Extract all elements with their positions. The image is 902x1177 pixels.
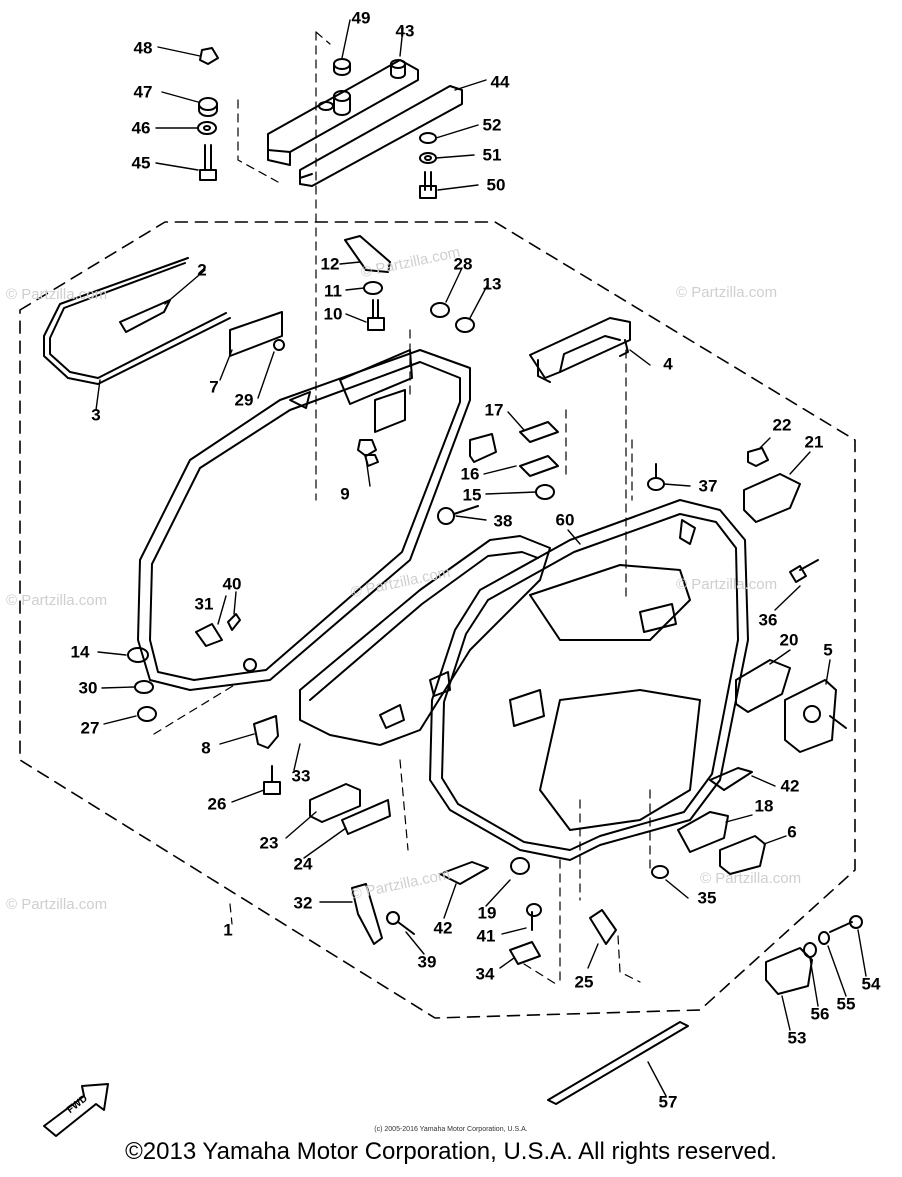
part-label-44[interactable]: 44 bbox=[490, 72, 510, 92]
part-label-35[interactable]: 35 bbox=[697, 888, 717, 908]
part-label-12[interactable]: 12 bbox=[320, 254, 340, 274]
part-label-39[interactable]: 39 bbox=[417, 952, 437, 972]
part-label-37[interactable]: 37 bbox=[698, 476, 718, 496]
part-label-38[interactable]: 38 bbox=[493, 511, 513, 531]
part-label-23[interactable]: 23 bbox=[259, 833, 279, 853]
part-label-5[interactable]: 5 bbox=[823, 640, 833, 660]
part-label-14[interactable]: 14 bbox=[70, 642, 90, 662]
part-label-2[interactable]: 2 bbox=[197, 260, 207, 280]
assembly-boundary bbox=[19, 221, 856, 1019]
part-label-22[interactable]: 22 bbox=[772, 415, 792, 435]
part-label-57[interactable]: 57 bbox=[658, 1092, 678, 1112]
part-label-42b[interactable]: 42 bbox=[433, 918, 453, 938]
watermark: © Partzilla.com bbox=[6, 896, 108, 913]
small-copyright: (c) 2005-2016 Yamaha Motor Corporation, … bbox=[374, 1126, 528, 1133]
hardware-column-left bbox=[197, 47, 351, 181]
part-label-56[interactable]: 56 bbox=[810, 1004, 830, 1024]
part-label-11[interactable]: 11 bbox=[324, 281, 342, 301]
part-label-10[interactable]: 10 bbox=[323, 304, 343, 324]
main-copyright: ©2013 Yamaha Motor Corporation, U.S.A. A… bbox=[125, 1138, 777, 1165]
part-label-16[interactable]: 16 bbox=[460, 464, 480, 484]
part-label-24[interactable]: 24 bbox=[293, 854, 313, 874]
part-label-50[interactable]: 50 bbox=[486, 175, 506, 195]
part-label-13[interactable]: 13 bbox=[482, 274, 502, 294]
small-parts bbox=[127, 235, 863, 1105]
part-label-34[interactable]: 34 bbox=[475, 964, 495, 984]
watermark: © Partzilla.com bbox=[676, 284, 778, 301]
alignment-lines bbox=[153, 31, 651, 986]
part-label-52[interactable]: 52 bbox=[482, 115, 502, 135]
part-label-32[interactable]: 32 bbox=[293, 893, 313, 913]
part-label-47[interactable]: 47 bbox=[133, 82, 153, 102]
inner-liner bbox=[299, 535, 551, 746]
part-label-6[interactable]: 6 bbox=[787, 822, 797, 842]
watermark: © Partzilla.com bbox=[700, 870, 802, 887]
top-bracket-assembly bbox=[267, 59, 463, 187]
part-label-55[interactable]: 55 bbox=[836, 994, 856, 1014]
part-label-1[interactable]: 1 bbox=[223, 920, 233, 940]
part-label-28[interactable]: 28 bbox=[453, 254, 473, 274]
part-label-25[interactable]: 25 bbox=[574, 972, 594, 992]
watermark: © Partzilla.com bbox=[6, 592, 108, 609]
saddlebag-body bbox=[429, 499, 749, 861]
part-label-20[interactable]: 20 bbox=[779, 630, 799, 650]
part-label-60[interactable]: 60 bbox=[555, 510, 575, 530]
part-label-4[interactable]: 4 bbox=[663, 354, 673, 374]
part-label-8[interactable]: 8 bbox=[201, 738, 211, 758]
part-label-31[interactable]: 31 bbox=[194, 594, 214, 614]
part-label-54[interactable]: 54 bbox=[861, 974, 881, 994]
hardware-column-right bbox=[419, 132, 437, 199]
watermark: © Partzilla.com bbox=[6, 286, 108, 303]
left-lid bbox=[137, 311, 471, 691]
part-label-42a[interactable]: 42 bbox=[780, 776, 800, 796]
part-label-48[interactable]: 48 bbox=[133, 38, 153, 58]
part-label-43[interactable]: 43 bbox=[395, 21, 415, 41]
fwd-arrow-icon bbox=[43, 1083, 109, 1137]
handle bbox=[529, 317, 631, 383]
part-label-51[interactable]: 51 bbox=[482, 145, 502, 165]
part-label-45[interactable]: 45 bbox=[131, 153, 151, 173]
part-label-40[interactable]: 40 bbox=[222, 574, 242, 594]
watermark: © Partzilla.com bbox=[676, 576, 778, 593]
part-label-18[interactable]: 18 bbox=[754, 796, 774, 816]
leader-lines bbox=[95, 19, 867, 1097]
part-label-15[interactable]: 15 bbox=[462, 485, 482, 505]
part-label-53[interactable]: 53 bbox=[787, 1028, 807, 1048]
part-label-33[interactable]: 33 bbox=[291, 766, 311, 786]
part-label-46[interactable]: 46 bbox=[131, 118, 151, 138]
part-label-29[interactable]: 29 bbox=[234, 390, 254, 410]
part-label-30[interactable]: 30 bbox=[78, 678, 98, 698]
part-label-27[interactable]: 27 bbox=[80, 718, 100, 738]
part-label-9[interactable]: 9 bbox=[340, 484, 350, 504]
part-label-41[interactable]: 41 bbox=[476, 926, 496, 946]
part-label-36[interactable]: 36 bbox=[758, 610, 778, 630]
part-label-26[interactable]: 26 bbox=[207, 794, 227, 814]
part-label-17[interactable]: 17 bbox=[484, 400, 504, 420]
part-label-19[interactable]: 19 bbox=[477, 903, 497, 923]
part-label-3[interactable]: 3 bbox=[91, 405, 101, 425]
trim-strip bbox=[43, 257, 231, 385]
part-label-7[interactable]: 7 bbox=[209, 377, 219, 397]
part-label-21[interactable]: 21 bbox=[804, 432, 824, 452]
part-label-49[interactable]: 49 bbox=[351, 8, 371, 28]
